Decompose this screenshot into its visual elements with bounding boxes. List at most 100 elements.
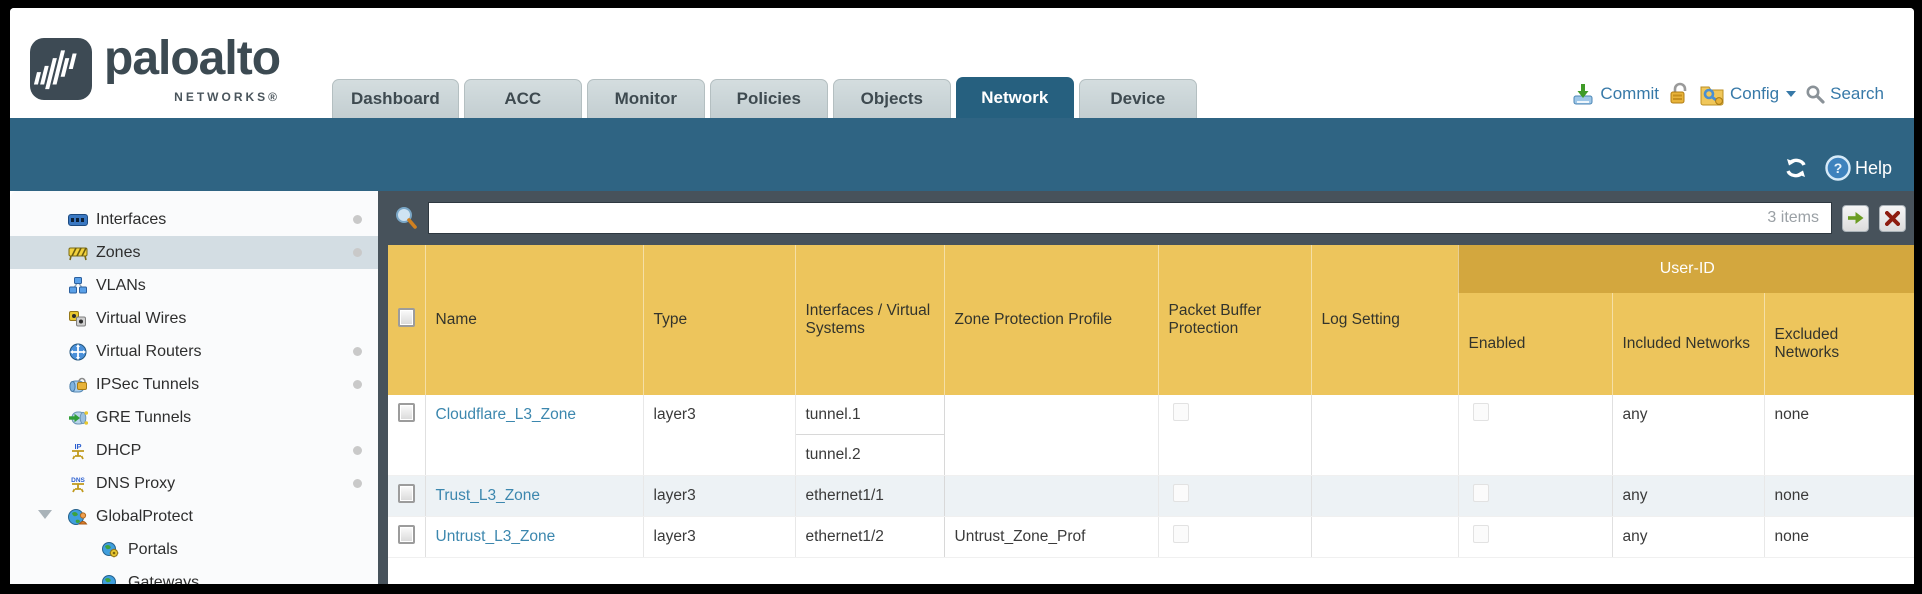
column-header-enabled[interactable]: Enabled <box>1458 293 1613 395</box>
svg-text:IP: IP <box>74 442 81 451</box>
sidebar-item-vlans[interactable]: VLANs <box>10 269 378 302</box>
zones-content: 3 items <box>388 191 1914 584</box>
row-checkbox[interactable] <box>397 484 415 503</box>
sidebar-item-interfaces[interactable]: Interfaces <box>10 203 378 236</box>
brand-subtitle: NETWORKS® <box>174 90 281 104</box>
filter-bar: 3 items <box>388 191 1914 245</box>
dhcp-icon: IP <box>68 442 88 460</box>
vlans-icon <box>68 277 88 295</box>
excluded-networks: none <box>1764 395 1914 476</box>
status-dot <box>353 248 362 257</box>
zone-protection-profile <box>944 475 1159 517</box>
clear-filter-button[interactable] <box>1879 204 1906 232</box>
row-checkbox[interactable] <box>397 403 415 422</box>
network-sidebar: Interfaces Zones VLANs Vir <box>10 191 378 584</box>
filter-input[interactable] <box>429 203 1768 233</box>
sidebar-item-zones[interactable]: Zones <box>10 236 378 269</box>
apply-filter-button[interactable] <box>1842 204 1869 232</box>
column-header-name[interactable]: Name <box>425 245 644 395</box>
red-x-icon <box>1885 210 1900 226</box>
svg-text:DNS: DNS <box>71 477 85 484</box>
tab-device[interactable]: Device <box>1078 79 1197 118</box>
brand-name: paloalto <box>104 32 281 85</box>
zone-protection-profile: Untrust_Zone_Prof <box>944 516 1159 558</box>
zone-name-link[interactable]: Trust_L3_Zone <box>435 487 541 504</box>
column-group-user-id: User-ID <box>1458 245 1914 293</box>
tab-dashboard[interactable]: Dashboard <box>332 79 459 118</box>
commit-button[interactable]: Commit <box>1571 82 1659 106</box>
status-dot <box>353 446 362 455</box>
excluded-networks: none <box>1764 475 1914 517</box>
packet-buffer-checkbox <box>1172 484 1189 502</box>
sidebar-item-gre-tunnels[interactable]: GRE Tunnels <box>10 401 378 434</box>
search-button[interactable]: Search <box>1805 84 1884 104</box>
config-button[interactable]: Config <box>1699 82 1797 106</box>
paloalto-logo-icon <box>30 38 92 100</box>
main-nav-tabs: Dashboard ACC Monitor Policies Objects N… <box>332 77 1202 118</box>
sidebar-item-ipsec-tunnels[interactable]: IPSec Tunnels <box>10 368 378 401</box>
sidebar-item-virtual-wires[interactable]: Virtual Wires <box>10 302 378 335</box>
excluded-networks: none <box>1764 516 1914 558</box>
zone-interface: ethernet1/2 <box>805 528 884 545</box>
top-actions: Commit Config <box>1571 82 1884 106</box>
tab-monitor[interactable]: Monitor <box>586 79 705 118</box>
sidebar-item-gateways[interactable]: Gateways <box>10 566 378 584</box>
tab-policies[interactable]: Policies <box>709 79 828 118</box>
svg-text:?: ? <box>1834 160 1843 176</box>
help-button[interactable]: ? Help <box>1825 155 1892 181</box>
log-setting <box>1311 516 1459 558</box>
row-checkbox[interactable] <box>397 525 415 544</box>
column-header-excluded-networks[interactable]: Excluded Networks <box>1764 293 1914 395</box>
sidebar-content-divider <box>378 191 388 584</box>
user-id-enabled-checkbox <box>1472 403 1489 421</box>
tab-acc[interactable]: ACC <box>463 79 582 118</box>
virtual-routers-icon <box>68 343 88 361</box>
expand-triangle-icon[interactable] <box>38 510 52 519</box>
zone-type: layer3 <box>643 395 796 476</box>
portals-icon <box>100 541 120 559</box>
help-icon: ? <box>1825 155 1851 181</box>
status-dot <box>353 347 362 356</box>
interfaces-icon <box>68 211 88 229</box>
user-id-enabled-checkbox <box>1472 484 1489 502</box>
column-header-interfaces[interactable]: Interfaces / Virtual Systems <box>795 245 945 395</box>
dns-proxy-icon: DNS <box>68 475 88 493</box>
lock-icon[interactable] <box>1668 82 1690 106</box>
ipsec-tunnels-icon <box>68 376 88 394</box>
gateways-icon <box>100 574 120 584</box>
column-header-log-setting[interactable]: Log Setting <box>1311 245 1459 395</box>
status-dot <box>353 215 362 224</box>
log-setting <box>1311 475 1459 517</box>
green-arrow-icon <box>1847 212 1863 224</box>
sidebar-item-globalprotect[interactable]: GlobalProtect <box>10 500 378 533</box>
refresh-icon[interactable] <box>1783 156 1809 180</box>
config-caret-icon <box>1786 91 1797 97</box>
zone-name-link[interactable]: Cloudflare_L3_Zone <box>435 406 576 423</box>
top-bar: paloalto NETWORKS® Dashboard ACC Monitor… <box>10 8 1914 118</box>
sub-header-band: ? Help <box>10 118 1914 191</box>
included-networks: any <box>1612 516 1765 558</box>
table-row: Cloudflare_L3_Zone layer3 tunnel.1 tunne… <box>388 395 1914 476</box>
sidebar-item-dns-proxy[interactable]: DNS DNS Proxy <box>10 467 378 500</box>
column-header-zone-protection-profile[interactable]: Zone Protection Profile <box>944 245 1159 395</box>
column-header-type[interactable]: Type <box>643 245 796 395</box>
column-header-packet-buffer-protection[interactable]: Packet Buffer Protection <box>1158 245 1312 395</box>
tab-objects[interactable]: Objects <box>832 79 951 118</box>
zones-icon <box>68 244 88 262</box>
zone-name-link[interactable]: Untrust_L3_Zone <box>435 528 556 545</box>
select-all-checkbox[interactable] <box>397 308 415 327</box>
packet-buffer-checkbox <box>1172 525 1189 543</box>
virtual-wires-icon <box>68 310 88 328</box>
table-row: Trust_L3_Zone layer3 ethernet1/1 any non… <box>388 475 1914 517</box>
gre-tunnels-icon <box>68 409 88 427</box>
filter-search-icon <box>396 207 417 229</box>
sidebar-item-virtual-routers[interactable]: Virtual Routers <box>10 335 378 368</box>
included-networks: any <box>1612 395 1765 476</box>
tab-network[interactable]: Network <box>955 77 1074 118</box>
search-icon <box>1806 85 1825 104</box>
column-header-included-networks[interactable]: Included Networks <box>1612 293 1765 395</box>
sidebar-item-dhcp[interactable]: IP DHCP <box>10 434 378 467</box>
help-label: Help <box>1854 157 1892 178</box>
zone-interface: tunnel.1 <box>795 395 944 435</box>
sidebar-item-portals[interactable]: Portals <box>10 533 378 566</box>
